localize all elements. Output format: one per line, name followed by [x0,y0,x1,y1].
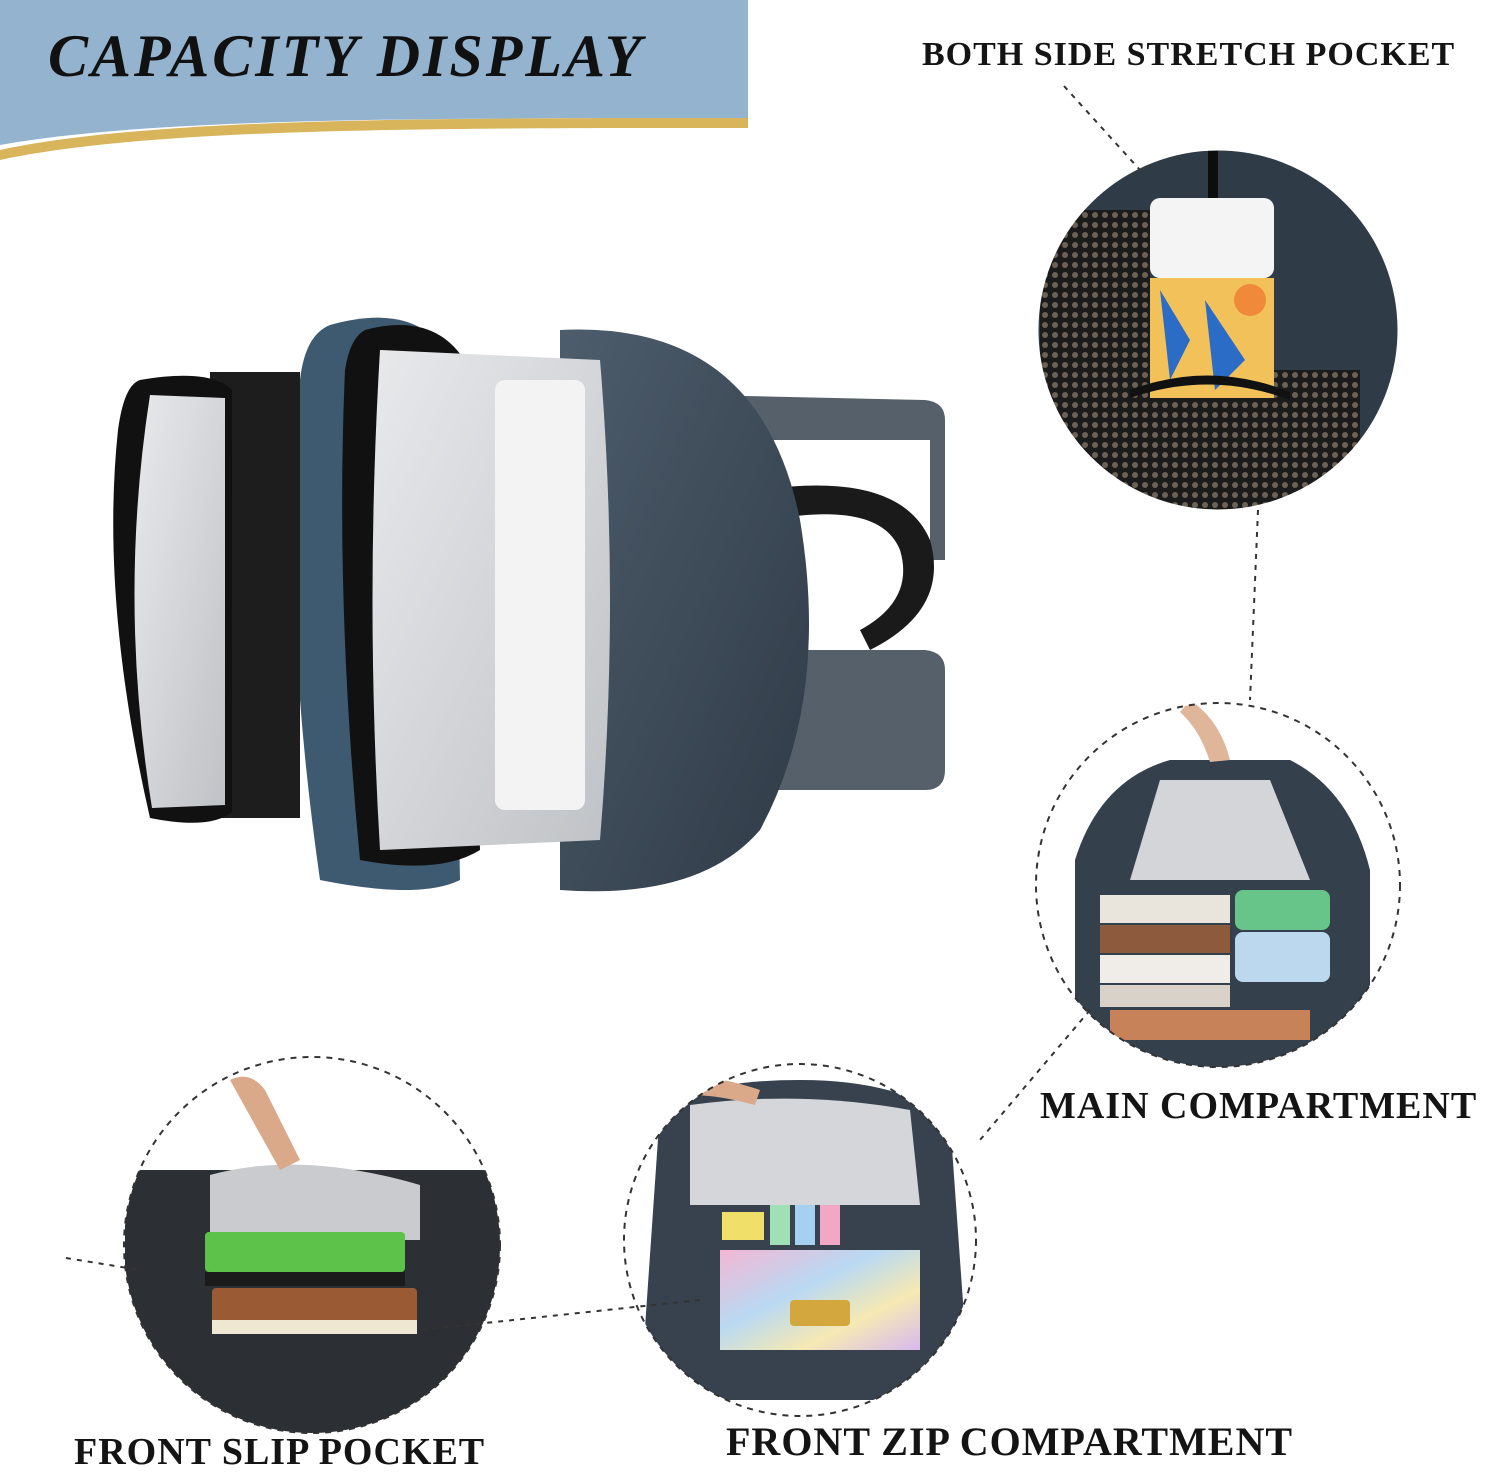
zipper-track [1208,150,1218,200]
main-compartment-detail [1035,702,1401,1068]
books-stack [1100,895,1230,923]
handle-loop [760,485,934,650]
bottle-cap [1150,198,1274,278]
slip-lining-flap [210,1164,420,1240]
front-pocket-lining [134,395,225,808]
laptop-divider [495,380,585,810]
callout-front-slip-pocket: FRONT SLIP POCKET [74,1431,486,1473]
callout-main-compartment: MAIN COMPARTMENT [1040,1085,1478,1127]
main-lining-flap [1130,780,1310,880]
open-backpack-top-view [113,317,945,892]
callout-leader-lines [65,85,1259,1331]
banner-background [0,0,748,145]
front-pocket-shell [210,372,300,818]
green-notebook [205,1232,405,1272]
zip-lining-flap [690,1098,920,1205]
pencil-case [1235,890,1330,930]
leader-front-slip [65,1257,141,1271]
slip-callout-ring [123,1056,501,1434]
back-panel [560,329,809,892]
sticky-notes [722,1212,764,1240]
front-zip-detail [623,1063,977,1417]
leader-front-zip [419,1299,701,1331]
banner-title: CAPACITY DISPLAY [48,23,645,89]
front-slip-detail [123,1056,501,1434]
leader-side-to-main [1249,509,1259,701]
leader-side-pocket [1063,85,1141,171]
brown-notebook [212,1288,417,1326]
main-callout-ring [1035,702,1401,1068]
zip-callout-ring [623,1063,977,1417]
callout-side-pocket: BOTH SIDE STRETCH POCKET [922,36,1456,73]
banner-accent-stripe [0,118,748,160]
title-banner [0,0,748,160]
callout-front-zip-compartment: FRONT ZIP COMPARTMENT [726,1419,1294,1464]
side-pocket-detail [1037,149,1399,511]
